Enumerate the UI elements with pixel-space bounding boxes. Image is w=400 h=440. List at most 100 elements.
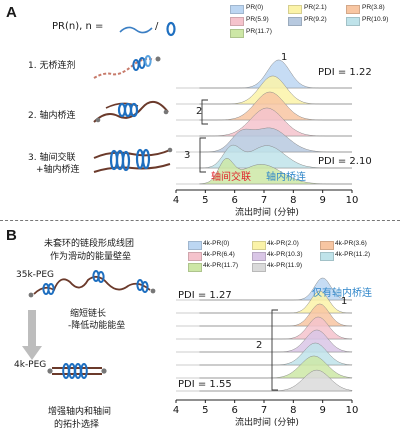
shorten-line1: 缩短链长 (70, 309, 107, 319)
intra-label-a: 轴内桥连 (266, 172, 306, 183)
panel-a-letter: A (6, 4, 17, 21)
trace-curve (199, 144, 352, 169)
pdi-bottom-a: PDI = 2.10 (318, 156, 372, 167)
pr-n-label: PR(n), n = (52, 21, 104, 32)
peak-1-label-a: 1 (281, 52, 288, 63)
bracket-3-a (199, 137, 206, 173)
pr-sep: / (155, 21, 159, 32)
legend-b: 4k-PR(0) 4k-PR(2.0) 4k-PR(3.6) 4k-PR(6.4… (188, 240, 398, 276)
only-intra-label-b: 仅有轴内桥连 (312, 288, 372, 299)
legend-label: 4k-PR(6.4) (203, 251, 235, 258)
x-tick-label: 4 (173, 195, 179, 206)
trace-curve (199, 59, 352, 89)
bracket-2-b (271, 309, 278, 391)
legend-swatch (320, 241, 334, 250)
legend-a: PR(0) PR(2.1) PR(3.8) PR(5.9) PR(9.2) PR… (230, 4, 400, 40)
bracket-2-a (201, 99, 208, 125)
legend-label: 4k-PR(11.9) (267, 262, 303, 269)
trace-curve (199, 91, 352, 121)
bracket-3-label-a: 3 (184, 150, 191, 161)
item-inter-crosslink: 3. 轴间交联 (28, 153, 76, 163)
legend-label: PR(0) (246, 4, 264, 11)
inter-crosslink-icon (93, 147, 173, 173)
trace-curve (199, 369, 353, 392)
item-intra-bridge: 2. 轴内桥连 (28, 111, 76, 121)
x-tick-label: 8 (290, 195, 296, 206)
pdi-top-a: PDI = 1.22 (318, 67, 372, 78)
schematic-b (22, 270, 156, 379)
bracket-2-label-b: 2 (256, 340, 263, 351)
legend-swatch (252, 252, 266, 261)
pdi-bottom-b: PDI = 1.55 (178, 379, 232, 390)
legend-swatch (288, 17, 302, 26)
legend-swatch (288, 5, 302, 14)
legend-label: PR(10.9) (362, 16, 389, 23)
legend-label: 4k-PR(11.2) (335, 251, 371, 258)
free-chain-icon (93, 55, 161, 79)
peg4-chain-icon (47, 363, 107, 379)
trace-curve (199, 75, 352, 105)
ring-icon (166, 21, 176, 37)
peg35-label: 35k-PEG (16, 270, 54, 280)
item-inter-crosslink-2: +轴内桥连 (36, 165, 80, 175)
plot-a: 4 5 6 7 8 9 10 (173, 59, 359, 206)
x-tick-label: 8 (290, 405, 296, 416)
desc-line1-b: 未套环的链段形成线团 (44, 239, 135, 249)
desc-line2-b: 作为滑动的能量壁垒 (50, 252, 132, 262)
x-tick-label: 9 (319, 405, 325, 416)
legend-swatch (230, 17, 244, 26)
peak-1-label-b: 1 (341, 296, 348, 307)
pr-icons (119, 21, 176, 37)
legend-swatch (188, 263, 202, 272)
legend-label: 4k-PR(2.0) (267, 240, 299, 247)
trace-curve (199, 107, 352, 137)
legend-label: PR(11.7) (246, 28, 272, 35)
schematic-a (93, 55, 173, 173)
x-tick-label: 7 (261, 405, 267, 416)
legend-label: PR(2.1) (304, 4, 327, 11)
inter-label-a: 轴间交联 (211, 172, 251, 183)
x-label-a: 流出时间 (分钟) (235, 208, 299, 218)
legend-swatch (252, 241, 266, 250)
x-tick-label: 7 (261, 195, 267, 206)
trace-curve (199, 277, 353, 301)
legend-label: 4k-PR(3.6) (335, 240, 367, 247)
x-tick-label: 9 (319, 195, 325, 206)
legend-swatch (188, 241, 202, 250)
trace-curve (199, 158, 352, 185)
legend-swatch (320, 252, 334, 261)
shorten-line2: -降低动能能垒 (68, 321, 126, 331)
legend-swatch (346, 5, 360, 14)
x-label-b: 流出时间 (分钟) (235, 418, 299, 428)
legend-swatch (188, 252, 202, 261)
legend-label: 4k-PR(11.7) (203, 262, 239, 269)
legend-label: 4k-PR(0) (203, 240, 230, 247)
wavy-chain-icon (119, 26, 153, 34)
x-tick-label: 4 (173, 405, 179, 416)
x-tick-label: 6 (231, 195, 237, 206)
enhance-line1: 增强轴内和轴间 (48, 407, 112, 417)
peg35-chain-icon (28, 270, 156, 298)
enhance-line2: 的拓扑选择 (54, 420, 100, 430)
trace-curve (199, 127, 352, 153)
x-tick-label: 5 (202, 405, 208, 416)
legend-label: PR(9.2) (304, 16, 327, 23)
legend-swatch (252, 263, 266, 272)
trace-curve (199, 290, 352, 314)
item-no-crosslinker: 1. 无桥连剂 (28, 61, 76, 71)
legend-label: 4k-PR(10.3) (267, 251, 303, 258)
peg4-label: 4k-PEG (14, 360, 47, 370)
intra-bridge-icon (93, 101, 169, 123)
panel-b-letter: B (6, 227, 17, 244)
legend-swatch (346, 17, 360, 26)
x-tick-label: 5 (202, 195, 208, 206)
legend-swatch (230, 5, 244, 14)
legend-label: PR(5.9) (246, 16, 269, 23)
bracket-2-label-a: 2 (196, 106, 203, 117)
down-arrow-icon (22, 310, 42, 360)
x-tick-label: 10 (346, 195, 359, 206)
pdi-top-b: PDI = 1.27 (178, 290, 232, 301)
legend-swatch (230, 29, 244, 38)
legend-label: PR(3.8) (362, 4, 385, 11)
